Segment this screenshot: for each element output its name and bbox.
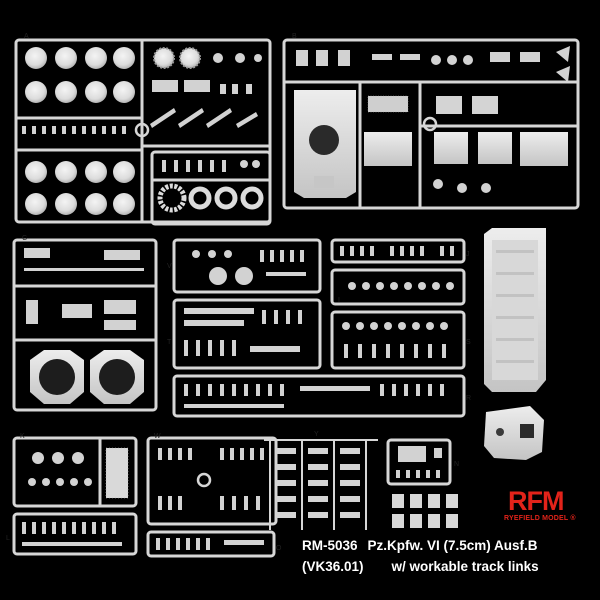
small-parts-a	[22, 53, 262, 134]
sprue-label-s: S	[466, 339, 471, 346]
sprue-t	[172, 298, 322, 370]
logo-name-text: RYEFIELD MODEL	[504, 515, 569, 522]
sprue-gate-b	[422, 116, 438, 132]
sprue-label-r: R	[466, 395, 471, 402]
small-parts-s	[342, 322, 448, 358]
sprue-c	[12, 238, 158, 412]
sprue-label-u: V	[167, 263, 172, 270]
logo-mark: RFM	[508, 486, 564, 516]
small-parts-r	[184, 384, 444, 408]
small-parts-w	[158, 448, 264, 510]
hull-plates-b	[364, 95, 568, 166]
sprockets-a	[153, 47, 201, 69]
small-parts-j	[340, 246, 454, 256]
sprue-o	[386, 438, 452, 486]
small-parts-o	[396, 446, 442, 478]
small-parts-i	[348, 282, 454, 290]
turret	[484, 406, 544, 460]
small-parts-l	[22, 522, 122, 546]
small-parts-e	[162, 160, 260, 172]
sprue-label-y: Y	[314, 431, 319, 438]
caption-line-1: RM-5036 Pz.Kpfw. VI (7.5cm) Ausf.B	[302, 538, 538, 554]
lower-hull	[484, 228, 546, 392]
product-designation: (VK36.01)	[302, 559, 364, 574]
sprue-label-t: T	[167, 339, 172, 346]
sprue-p	[146, 530, 276, 558]
sprue-k	[12, 436, 138, 508]
sprue-gate-a	[134, 122, 150, 138]
sprue-label-l: L	[6, 535, 10, 542]
sprue-u	[172, 238, 322, 294]
product-code: RM-5036	[302, 538, 358, 553]
idler-rings-e	[157, 183, 264, 213]
turret-rings-c	[30, 350, 144, 404]
small-parts-c	[24, 248, 144, 330]
product-subtitle: w/ workable track links	[391, 559, 539, 574]
loose-track-links	[392, 494, 458, 528]
sprue-label-b: B	[292, 33, 297, 40]
small-parts-k	[28, 447, 129, 499]
sprue-label-k: K	[20, 433, 25, 440]
sprue-label-o: N	[454, 461, 459, 468]
sprue-a	[14, 38, 272, 224]
sprue-gate-w	[196, 472, 212, 488]
sprue-l	[12, 512, 138, 556]
small-parts-u	[192, 250, 306, 285]
ryefield-model-logo: RFM RYEFIELD MODEL ®	[500, 488, 596, 528]
logo-name: RYEFIELD MODEL ®	[504, 515, 576, 522]
sprue-s	[330, 310, 466, 370]
sprue-e	[150, 150, 272, 226]
sprue-label-p: O	[276, 545, 282, 552]
sprue-label-i: I	[338, 297, 340, 304]
hull-top-plate	[294, 90, 356, 198]
track-links-y	[276, 448, 360, 518]
sprue-j	[330, 238, 466, 264]
sprue-r	[172, 374, 466, 418]
sprue-label-j: J	[466, 251, 470, 258]
product-title: Pz.Kpfw. VI (7.5cm) Ausf.B	[367, 538, 538, 553]
sprue-label-a: A	[24, 33, 29, 40]
sprue-label-w: W	[154, 433, 161, 440]
small-parts-p	[156, 538, 264, 550]
caption-line-2: (VK36.01) w/ workable track links	[302, 559, 539, 575]
sprue-b	[282, 38, 580, 210]
logo-registered: ®	[570, 515, 576, 522]
sprue-y	[264, 439, 378, 530]
sprue-label-c: C	[22, 235, 27, 242]
road-wheels-a	[25, 47, 135, 215]
small-parts-b	[296, 46, 570, 193]
small-parts-t	[184, 308, 302, 356]
sprue-w	[146, 436, 278, 526]
sprue-i	[330, 268, 466, 306]
